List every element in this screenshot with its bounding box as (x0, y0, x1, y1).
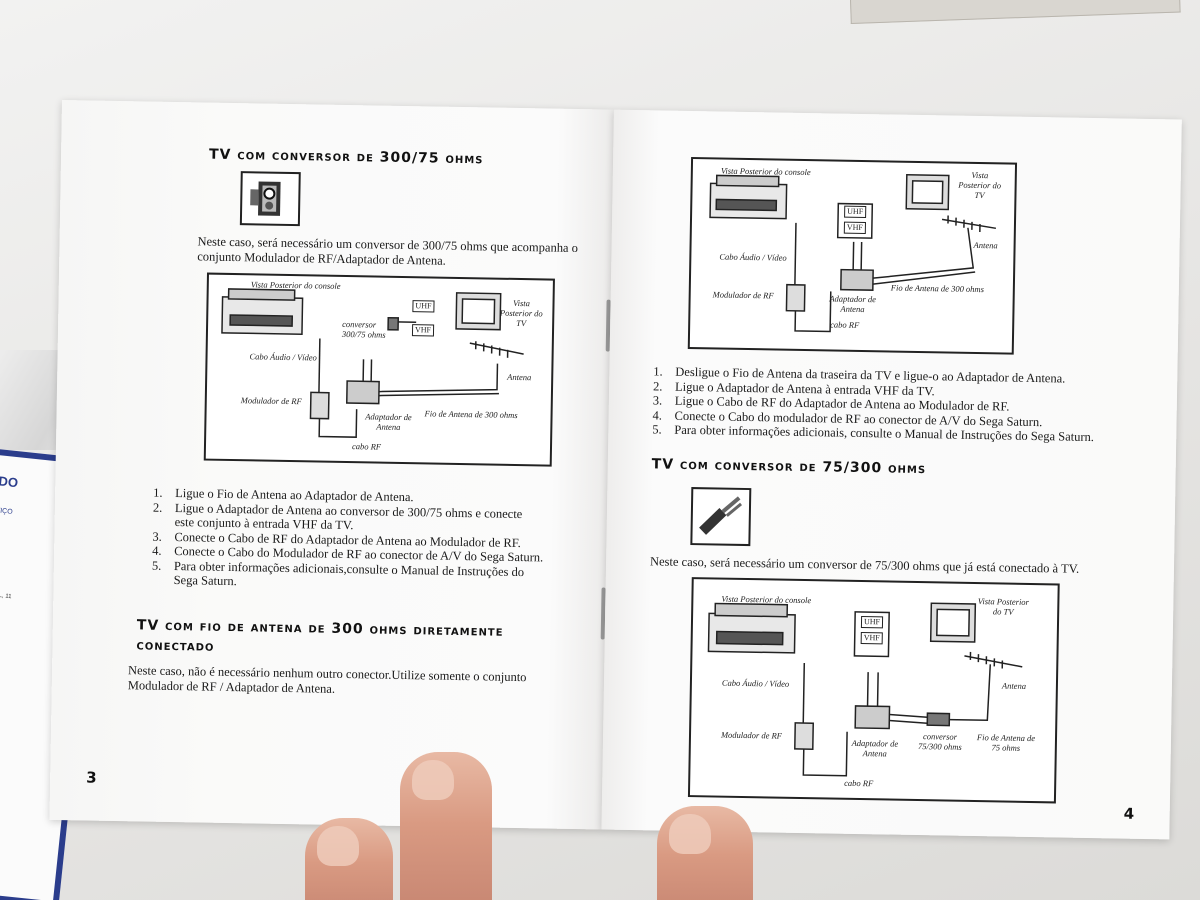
page-number: 3 (86, 768, 97, 787)
label-antenna-adapter: Adaptador de Antena (365, 411, 412, 432)
step-number: 5. (652, 422, 662, 437)
page-3: TV com conversor de 300/75 ohms Neste ca… (49, 100, 614, 830)
step-number: 1. (153, 485, 163, 500)
fingernail (317, 826, 359, 866)
label-antenna: Antena (973, 239, 998, 251)
label-av-cable: Cabo Áudio / Vídeo (719, 251, 787, 263)
section-heading-2: TV com fio de antena de 300 ohms diretam… (136, 617, 504, 655)
label-rf-cable: cabo RF (830, 319, 860, 330)
label-rf-modulator: Modulador de RF (240, 395, 302, 407)
step-number: 5. (151, 558, 162, 573)
label-tv-rear: Vista Posterior do TV (977, 596, 1030, 617)
label-rf-modulator: Modulador de RF (720, 729, 783, 741)
label-uhf: UHF (860, 616, 884, 629)
label-antenna: Antena (507, 371, 532, 383)
finger (400, 752, 492, 900)
connection-diagram: Vista Posterior do console UHF VHF Vista… (687, 577, 1060, 804)
steps-list: 1.Desligue o Fio de Antena da traseira d… (652, 364, 1123, 445)
page-number: 4 (1123, 804, 1135, 823)
step-text: Para obter informações adicionais,consul… (173, 558, 525, 589)
step-number: 2. (652, 378, 663, 394)
label-75-ohm-wire: Fio de Antena de 75 ohms (976, 732, 1036, 753)
side-booklet-text: THAL, 11 (0, 591, 12, 601)
label-antenna: Antena (1001, 680, 1027, 691)
label-300-ohm-wire: Fio de Antena de 300 ohms (424, 408, 518, 420)
page-4: Vista Posterior do console UHF VHF Vista… (601, 109, 1182, 840)
step-number: 1. (653, 364, 663, 379)
list-item: 5. Para obter informações adicionais,cons… (152, 558, 544, 594)
converter-icon (690, 487, 752, 547)
step-number: 4. (652, 407, 663, 423)
label-rf-cable: cabo RF (844, 777, 874, 789)
label-uhf: UHF (844, 205, 867, 219)
thumb (305, 818, 393, 900)
label-antenna-adapter: Adaptador de Antena (829, 293, 876, 315)
section-heading: TV com conversor de 300/75 ohms (208, 146, 484, 168)
label-uhf: UHF (412, 300, 435, 313)
label-rf-cable: cabo RF (351, 441, 382, 452)
label-vhf: VHF (860, 632, 883, 645)
label-console-rear: Vista Posterior do console (250, 279, 341, 291)
label-converter: conversor 75/300 ohms (917, 731, 962, 752)
fingernail (669, 814, 711, 854)
step-number: 3. (152, 529, 162, 544)
fingernail (412, 760, 454, 800)
label-av-cable: Cabo Áudio / Vídeo (249, 351, 317, 363)
label-vhf: VHF (411, 324, 435, 337)
section-heading: TV com conversor de 75/300 ohms (651, 456, 927, 478)
step-number: 2. (152, 500, 163, 515)
converter-icon (239, 171, 301, 227)
label-converter: conversor 300/75 ohms (341, 318, 386, 340)
finger (657, 806, 753, 900)
label-rf-modulator: Modulador de RF (712, 289, 774, 301)
intro-text: Neste caso, será necessário um conversor… (197, 234, 579, 268)
label-av-cable: Cabo Áudio / Vídeo (721, 677, 790, 689)
connection-diagram: Vista Posterior do console conversor 300… (203, 272, 555, 467)
steps-list: 1.Ligue o Fio de Antena ao Adaptador de … (152, 486, 546, 594)
label-antenna-adapter: Adaptador de Antena (851, 737, 899, 759)
section-2-text: Neste caso, não é necessário nenhum outr… (127, 663, 527, 696)
connection-diagram: Vista Posterior do console UHF VHF Vista… (687, 156, 1018, 355)
step-number: 3. (652, 393, 663, 408)
label-console-rear: Vista Posterior do console (721, 593, 812, 606)
label-300-ohm-wire: Fio de Antena de 300 ohms (890, 282, 985, 295)
step-number: 4. (152, 543, 162, 558)
label-tv-rear: Vista Posterior do TV (499, 297, 543, 329)
intro-text: Neste caso, será necessário um conversor… (649, 554, 1080, 576)
label-console-rear: Vista Posterior do console (720, 165, 811, 178)
side-booklet-title: DO (0, 473, 19, 491)
open-manual: TV com conversor de 300/75 ohms Neste ca… (49, 100, 1187, 860)
side-booklet-subtitle: VIÇO (0, 507, 13, 516)
label-tv-rear: Vista Posterior do TV (958, 169, 1002, 201)
label-vhf: VHF (843, 221, 867, 235)
